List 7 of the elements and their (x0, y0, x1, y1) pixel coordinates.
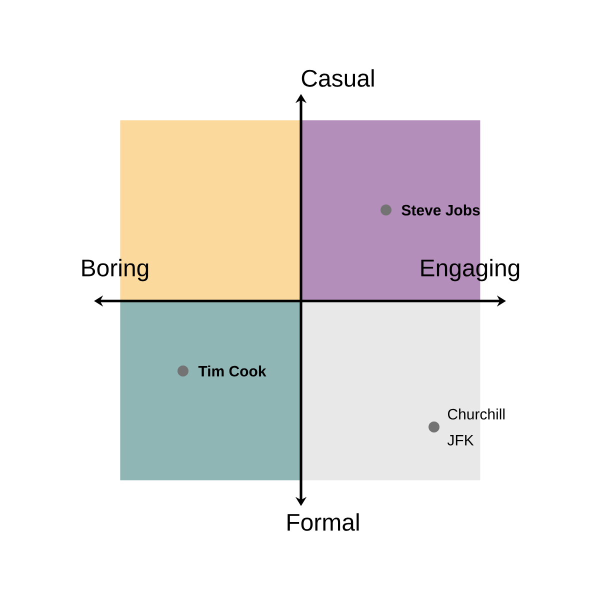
quadrant-box (120, 300, 300, 480)
point-label: Churchill JFK (447, 408, 505, 446)
axis-label: Boring (82, 258, 148, 282)
axis-label: Formal (288, 513, 359, 531)
point-label: Steve Jobs (402, 204, 480, 216)
axis-label: Casual (302, 69, 374, 87)
point-label: Tim Cook (198, 366, 266, 376)
